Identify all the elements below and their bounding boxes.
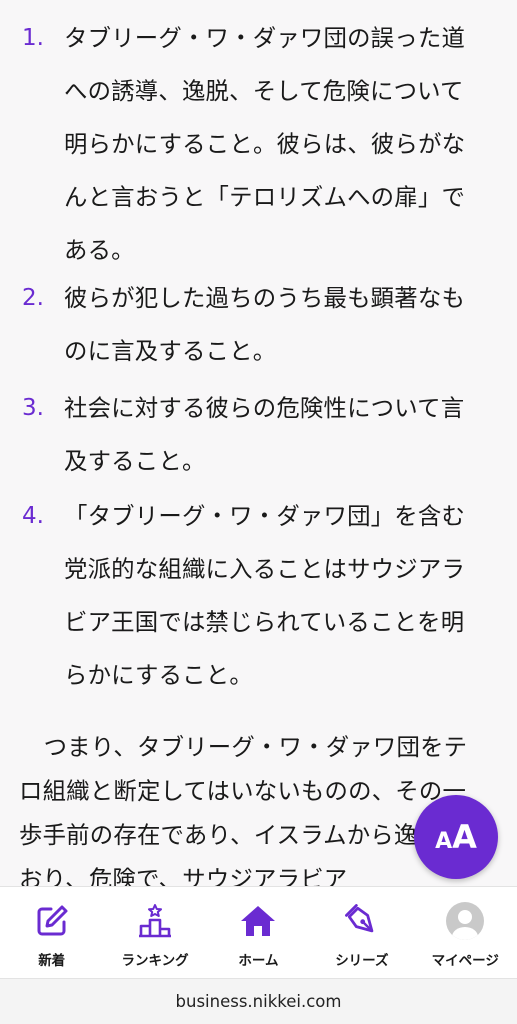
list-number: 1. bbox=[22, 25, 44, 51]
ranking-icon bbox=[135, 901, 175, 941]
bottom-tab-bar: 新着 ランキング ホーム bbox=[0, 886, 517, 978]
list-text: タブリーグ・ワ・ダァワ団の誤った道への誘導、逸脱、そして危険について明らかにする… bbox=[64, 24, 466, 264]
list-text: 彼らが犯した過ちのうち最も顕著なものに言及すること。 bbox=[64, 284, 466, 365]
list-text: 「タブリーグ・ワ・ダァワ団」を含む党派的な組織に入ることはサウジアラビア王国では… bbox=[64, 502, 466, 689]
article-paragraph: つまり、タブリーグ・ワ・ダァワ団をテロ組織と断定してはいないものの、その一歩手前… bbox=[19, 733, 488, 886]
font-size-button[interactable]: A A bbox=[414, 795, 498, 879]
home-icon bbox=[238, 901, 278, 941]
browser-url-bar[interactable]: business.nikkei.com bbox=[0, 978, 517, 1024]
avatar-icon bbox=[445, 901, 485, 941]
tab-series[interactable]: シリーズ bbox=[312, 901, 412, 969]
list-number: 4. bbox=[22, 503, 44, 529]
tab-label: ランキング bbox=[121, 953, 189, 969]
font-size-small-a: A bbox=[435, 828, 453, 854]
pen-nib-icon bbox=[342, 901, 382, 941]
article-body: 1. タブリーグ・ワ・ダァワ団の誤った道への誘導、逸脱、そして危険について明らか… bbox=[19, 24, 488, 886]
list-number: 3. bbox=[22, 395, 44, 421]
url-text: business.nikkei.com bbox=[175, 992, 342, 1011]
font-size-big-a: A bbox=[452, 818, 477, 856]
edit-icon bbox=[32, 901, 72, 941]
list-text: 社会に対する彼らの危険性について言及すること。 bbox=[64, 394, 465, 475]
tab-new[interactable]: 新着 bbox=[2, 901, 102, 969]
tab-label: マイページ bbox=[431, 953, 499, 969]
tab-mypage[interactable]: マイページ bbox=[415, 901, 515, 969]
tab-label: シリーズ bbox=[335, 953, 389, 969]
tab-ranking[interactable]: ランキング bbox=[105, 901, 205, 969]
list-number: 2. bbox=[22, 285, 44, 311]
tab-home[interactable]: ホーム bbox=[208, 901, 308, 969]
tab-label: ホーム bbox=[238, 953, 279, 969]
tab-label: 新着 bbox=[38, 953, 66, 969]
